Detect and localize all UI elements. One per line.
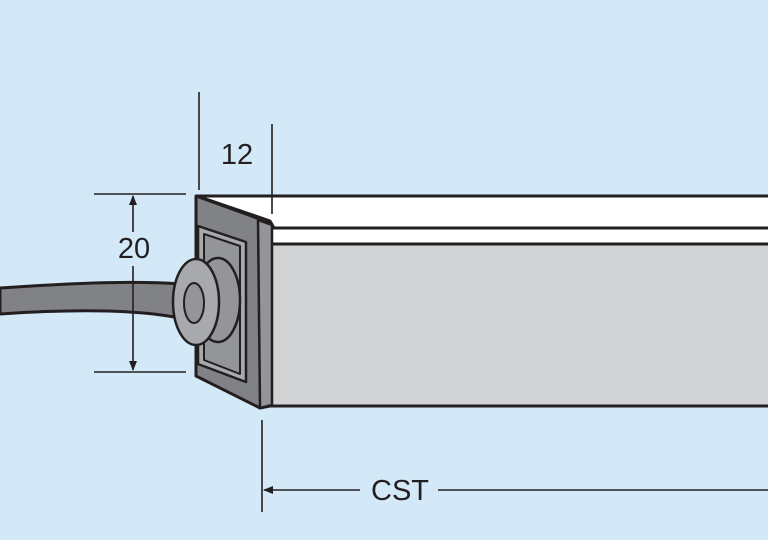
height-dimension-label: 20	[118, 233, 150, 265]
length-dimension-label: CST	[371, 475, 429, 507]
cable-grommet-hole	[183, 282, 205, 324]
profile-top-face	[195, 194, 768, 230]
width-dimension-label: 12	[221, 139, 253, 171]
profile-top-band	[266, 226, 768, 246]
end-cap-edge	[256, 218, 274, 410]
profile-side-face	[266, 242, 768, 408]
